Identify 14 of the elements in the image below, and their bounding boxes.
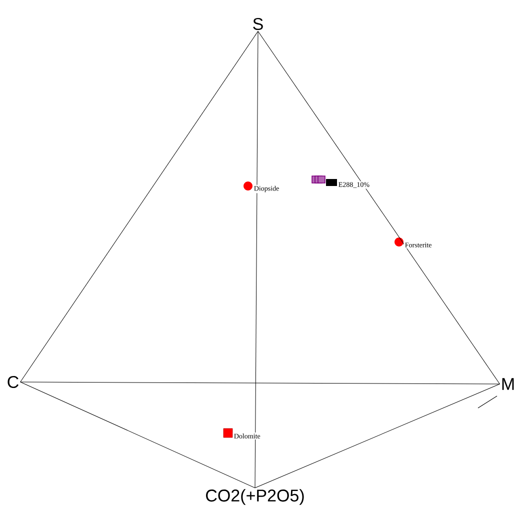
sample-markers [312, 176, 337, 186]
tetrahedron-edge [254, 384, 500, 488]
data-point [223, 428, 233, 438]
vertex-label: S [253, 18, 263, 30]
tetrahedron-edge [20, 382, 500, 384]
vertex-label: M [502, 378, 514, 390]
tetrahedron-edge [20, 382, 256, 488]
tetrahedron-edge [20, 30, 258, 382]
tetrahedron-edge [258, 30, 500, 384]
data-point [244, 182, 252, 190]
tetrahedron-edge [254, 30, 258, 488]
vertex-label: C [8, 376, 18, 388]
vertex-label: CO2(+P2O5) [206, 489, 304, 505]
data-point [394, 238, 404, 246]
